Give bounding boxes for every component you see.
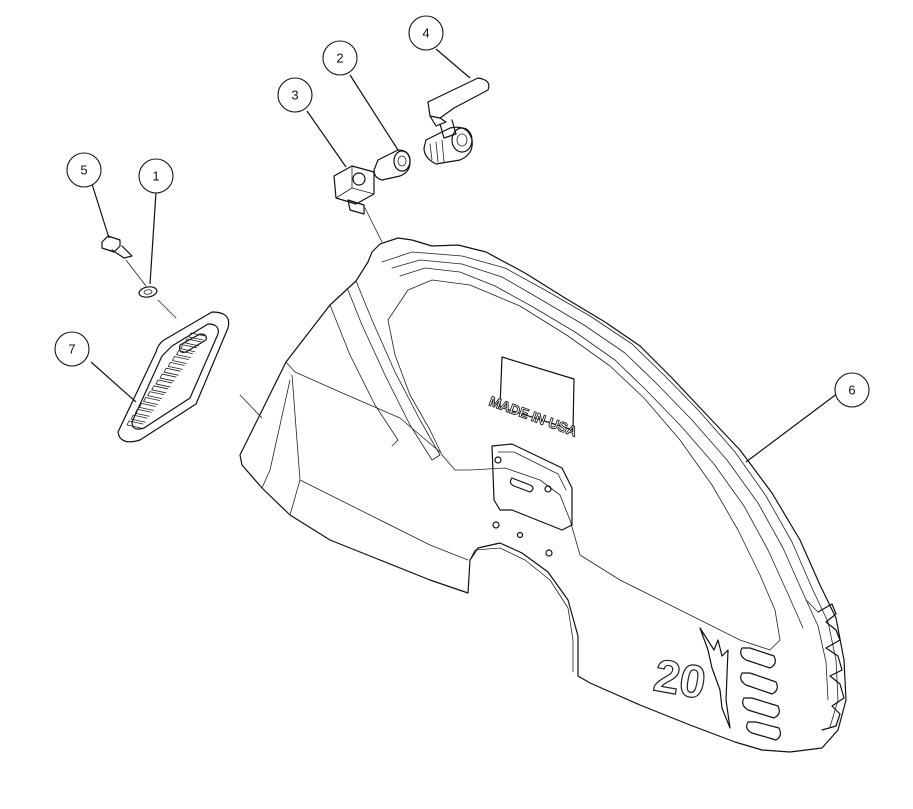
- size-marking: 20: [650, 627, 731, 729]
- callout-4-bubble: 4: [408, 15, 444, 51]
- bristle-tooth: [151, 385, 169, 394]
- callout-2-label: 2: [336, 51, 343, 66]
- guard-fins: [740, 599, 845, 741]
- bristle-tooth: [159, 373, 177, 382]
- callout-5-label: 5: [80, 163, 87, 178]
- callout-6-bubble: 6: [834, 372, 870, 408]
- leader-lines: [90, 48, 839, 463]
- bristle-tooth: [188, 332, 206, 341]
- bristles: [126, 332, 206, 429]
- part-7-seal-plate: [117, 311, 230, 443]
- callout-7-label: 7: [68, 342, 75, 357]
- bristle-tooth: [176, 350, 193, 358]
- callout-1-bubble: 1: [138, 158, 174, 194]
- part-2-bushing: [373, 149, 411, 181]
- made-in-usa-emboss: MADE IN USA: [487, 393, 579, 440]
- label-plate: [499, 356, 575, 431]
- callout-5-bubble: 5: [66, 152, 102, 188]
- blade-guard: [239, 237, 847, 753]
- guard-label-area: MADE IN USA: [487, 356, 580, 440]
- part-1-washer: [138, 286, 177, 319]
- bristle-tooth: [155, 379, 173, 388]
- mounting-bracket: [491, 443, 573, 557]
- bristle-tooth: [167, 361, 185, 370]
- bristle-tooth: [172, 356, 189, 364]
- callout-1-label: 1: [152, 169, 159, 184]
- callout-2-bubble: 2: [322, 40, 358, 76]
- bristle-tooth: [184, 338, 202, 347]
- bristle-tooth: [143, 397, 160, 405]
- callout-3-bubble: 3: [277, 77, 313, 113]
- callout-6-label: 6: [848, 383, 855, 398]
- callout-3-label: 3: [291, 88, 298, 103]
- bristle-tooth: [130, 414, 148, 423]
- part-4-lever-valve: [423, 77, 490, 165]
- bristle-tooth: [139, 403, 156, 411]
- brand-mark: [699, 627, 731, 729]
- bristle-tooth: [163, 367, 181, 376]
- size-20-emboss: 20: [650, 649, 709, 709]
- callout-7-bubble: 7: [54, 331, 90, 367]
- bristle-tooth: [134, 408, 152, 417]
- part-5-bolt: [101, 235, 147, 287]
- bristle-tooth: [147, 391, 165, 400]
- callout-4-label: 4: [422, 26, 429, 41]
- bristle-tooth: [180, 344, 198, 353]
- part-3-nut: [333, 165, 383, 243]
- bristle-tooth: [126, 420, 144, 429]
